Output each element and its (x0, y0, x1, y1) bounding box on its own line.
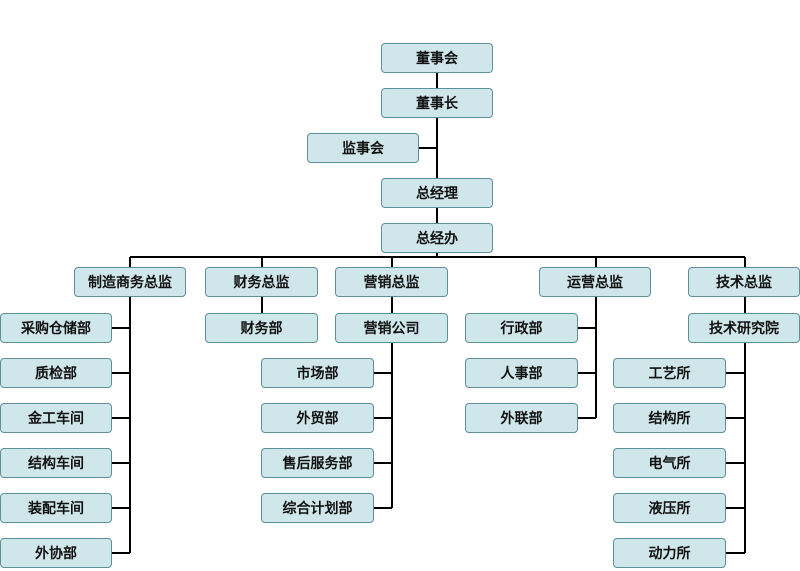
chairman-node: 董事长 (381, 88, 493, 118)
technology-director-node: 技术总监 (688, 267, 800, 297)
operations-director-node: 运营总监 (539, 267, 651, 297)
manufacturing-unit-node: 质检部 (0, 358, 112, 388)
manufacturing-unit-node: 装配车间 (0, 493, 112, 523)
manufacturing-unit-node: 外协部 (0, 538, 112, 568)
technology-unit-node: 工艺所 (613, 358, 726, 388)
marketing-company-node: 营销公司 (335, 313, 448, 343)
general-manager-node: 总经理 (381, 178, 493, 208)
technology-unit-node: 结构所 (613, 403, 726, 433)
gm-office-node: 总经办 (381, 223, 493, 253)
technology-institute-node: 技术研究院 (688, 313, 800, 343)
marketing-unit-node: 市场部 (261, 358, 374, 388)
technology-unit-node: 液压所 (613, 493, 726, 523)
manufacturing-director-node: 制造商务总监 (74, 267, 186, 297)
supervisory-board-node: 监事会 (307, 133, 419, 163)
operations-unit-node: 外联部 (465, 403, 578, 433)
marketing-director-node: 营销总监 (335, 267, 448, 297)
operations-unit-node: 行政部 (465, 313, 578, 343)
board-node: 董事会 (381, 43, 493, 73)
finance-unit-node: 财务部 (205, 313, 318, 343)
technology-unit-node: 电气所 (613, 448, 726, 478)
manufacturing-unit-node: 采购仓储部 (0, 313, 112, 343)
manufacturing-unit-node: 金工车间 (0, 403, 112, 433)
finance-director-node: 财务总监 (205, 267, 318, 297)
operations-unit-node: 人事部 (465, 358, 578, 388)
marketing-unit-node: 外贸部 (261, 403, 374, 433)
marketing-unit-node: 售后服务部 (261, 448, 374, 478)
technology-unit-node: 动力所 (613, 538, 726, 568)
manufacturing-unit-node: 结构车间 (0, 448, 112, 478)
marketing-unit-node: 综合计划部 (261, 493, 374, 523)
